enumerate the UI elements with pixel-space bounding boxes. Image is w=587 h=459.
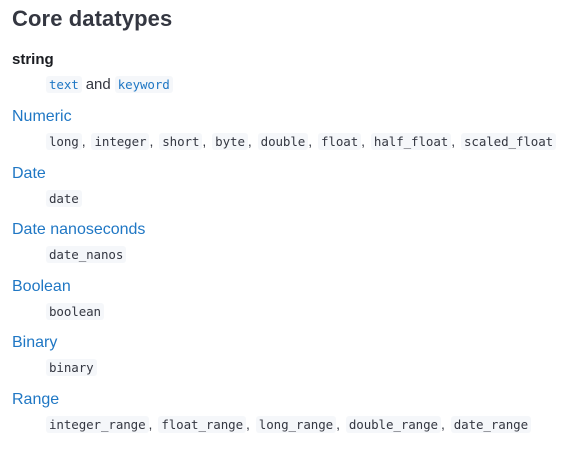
def-date: date <box>46 188 82 209</box>
def-boolean: boolean <box>46 301 104 322</box>
type-integer-range: integer_range <box>46 416 149 433</box>
term-date-nanoseconds[interactable]: Date nanoseconds <box>12 221 146 238</box>
link-keyword[interactable]: keyword <box>114 76 173 93</box>
section-range: Range integer_range, float_range, long_r… <box>12 390 582 433</box>
type-integer: integer <box>91 133 150 150</box>
section-numeric: Numeric long, integer, short, byte, doub… <box>12 107 582 150</box>
def-numeric: long, integer, short, byte, double, floa… <box>46 131 557 152</box>
section-date-nanoseconds: Date nanoseconds date_nanos <box>12 220 582 263</box>
separator: , <box>202 133 207 149</box>
type-date: date <box>46 190 82 207</box>
type-double-range: double_range <box>345 416 441 433</box>
type-double: double <box>257 133 309 150</box>
separator: , <box>246 416 250 432</box>
term-numeric[interactable]: Numeric <box>12 108 72 125</box>
def-range: integer_range, float_range, long_range, … <box>46 414 531 435</box>
type-byte: byte <box>212 133 248 150</box>
section-binary: Binary binary <box>12 333 582 376</box>
term-string: string <box>12 51 54 68</box>
separator: , <box>361 133 366 149</box>
type-short: short <box>159 133 203 150</box>
type-binary: binary <box>46 359 97 376</box>
type-date-range: date_range <box>450 416 531 433</box>
type-long: long <box>46 133 82 150</box>
connector-and: and <box>85 76 111 93</box>
type-boolean: boolean <box>46 303 104 320</box>
separator: , <box>308 133 313 149</box>
term-binary[interactable]: Binary <box>12 334 58 351</box>
type-float-range: float_range <box>158 416 247 433</box>
def-date-nanoseconds: date_nanos <box>46 244 127 265</box>
type-date-nanos: date_nanos <box>46 246 127 263</box>
term-boolean[interactable]: Boolean <box>12 278 71 295</box>
separator: , <box>336 416 340 432</box>
term-date[interactable]: Date <box>12 165 46 182</box>
term-range[interactable]: Range <box>12 391 60 408</box>
separator: , <box>148 416 153 432</box>
separator: , <box>451 133 456 149</box>
separator: , <box>149 133 154 149</box>
type-float: float <box>318 133 362 150</box>
separator: , <box>247 133 252 149</box>
section-boolean: Boolean boolean <box>12 277 582 320</box>
type-half-float: half_float <box>370 133 452 150</box>
type-scaled-float: scaled_float <box>460 133 557 150</box>
link-text[interactable]: text <box>46 76 82 93</box>
separator: , <box>440 416 445 432</box>
page-title: Core datatypes <box>12 6 173 31</box>
type-long-range: long_range <box>255 416 337 433</box>
section-date: Date date <box>12 164 582 207</box>
separator: , <box>81 133 86 149</box>
def-binary: binary <box>46 357 97 378</box>
